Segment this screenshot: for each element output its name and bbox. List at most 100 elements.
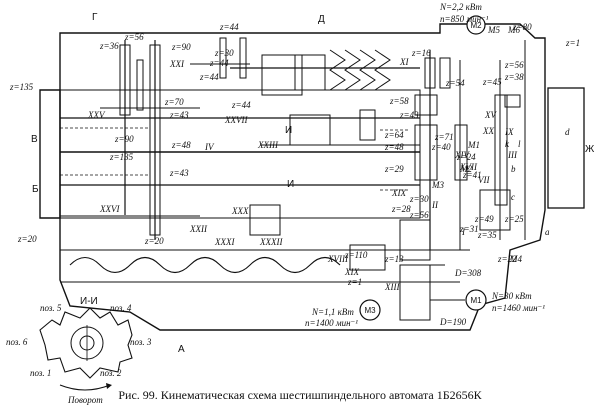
gear-label: z=43	[169, 168, 189, 178]
section-rotation: Поворот	[67, 395, 103, 405]
gear-label: z=22	[497, 254, 517, 264]
shaft-label-xx: XX	[482, 126, 494, 136]
gear-label: z=64	[384, 130, 404, 140]
motor-m1-label: М1	[470, 296, 482, 305]
shaft-labels: XXI XXII XXV XXVII XXVI XXIII IV XIX XVI…	[87, 57, 518, 292]
shaft-label-xxv: XXV	[87, 110, 106, 120]
letter-i-1: И	[285, 125, 292, 136]
gear-label: z=58	[389, 96, 409, 106]
gear-label: z=20	[17, 234, 37, 244]
frame-body	[59, 89, 421, 219]
motor-m1: М1	[465, 289, 487, 311]
figure-caption: Рис. 99. Кинематическая схема шестишпинд…	[118, 388, 482, 402]
diameter-d308: D=308	[454, 268, 482, 278]
gear-label: z=1	[347, 277, 362, 287]
gear-label: z=80	[512, 22, 532, 32]
gear-label: z=70	[164, 97, 184, 107]
shaft-label-iv: IV	[204, 142, 215, 152]
gear-label: z=90	[114, 134, 134, 144]
letter-k-small: k	[505, 139, 510, 149]
gear-label: z=110	[344, 250, 368, 260]
right-motor-housing	[547, 87, 585, 209]
gear-label: z=44	[199, 72, 219, 82]
main-frame	[39, 89, 61, 219]
shaft-label-ix: IX	[504, 127, 514, 137]
gear-label: z=28	[391, 204, 411, 214]
gear-label: z=49	[474, 214, 494, 224]
shaft-label-xix: XIX	[391, 188, 406, 198]
dashed-shaft-lines	[60, 127, 410, 191]
section-position-2: поз. 2	[100, 368, 122, 378]
motor-m6-label: М6	[507, 25, 520, 35]
gear-label: z=45	[482, 77, 502, 87]
gear-label: z=43	[399, 110, 419, 120]
gear-label: z=43	[169, 110, 189, 120]
section-position-1: поз. 1	[30, 368, 51, 378]
gear-label: z=30	[214, 48, 234, 58]
gear-label: z=44	[209, 58, 229, 68]
gear-blocks	[119, 37, 521, 321]
section-labels: И-И поз. 1 поз. 2 поз. 3 поз. 4 поз. 5 п…	[6, 296, 152, 405]
machine-housing-outline	[59, 23, 546, 331]
shaft-label-xxvi: XXVI	[99, 204, 120, 214]
shaft-label-vii: VII	[478, 175, 490, 185]
letter-b-small: b	[511, 164, 516, 174]
motor-m4-label: М4	[509, 254, 522, 264]
gear-label: z=90	[171, 42, 191, 52]
gear-label: z=40	[431, 142, 451, 152]
gear-label: z=54	[445, 78, 465, 88]
motor-m5-label: М5	[487, 25, 500, 35]
gear-label: z=31	[459, 224, 479, 234]
motor-mm1-label: М1	[467, 140, 480, 150]
section-position-4: поз. 4	[110, 303, 132, 313]
motor-mm3-label: М3	[431, 180, 444, 190]
section-position-6: поз. 6	[6, 337, 28, 347]
shaft-label-xix-2: XIX	[344, 267, 359, 277]
shaft-label-xi: XI	[399, 57, 409, 67]
letter-d-small: d	[565, 127, 570, 137]
gear-label: z=36	[99, 41, 119, 51]
section-position-5: поз. 5	[40, 303, 62, 313]
lead-screw	[69, 256, 341, 274]
gear-label: z=25	[504, 214, 524, 224]
gear-label: z=48	[384, 142, 404, 152]
shaft-label-xxx: XXX	[231, 206, 249, 216]
letter-c-small: c	[511, 192, 515, 202]
shaft-label-iii: III	[507, 150, 518, 160]
motor-m2-speed: n=850 мин⁻¹	[440, 14, 489, 24]
motor-m1-power: N=30 кВт	[491, 291, 532, 301]
letter-a-small: a	[545, 227, 550, 237]
motor-m3-speed: n=1400 мин⁻¹	[305, 318, 358, 328]
letter-i-2: И	[287, 179, 294, 190]
motor-mm2-label: М2	[459, 164, 472, 174]
letter-g: Г	[92, 12, 98, 23]
gear-label: z=35	[477, 230, 497, 240]
shaft-label-xv: XV	[484, 110, 497, 120]
gear-label: z=56	[409, 210, 429, 220]
section-position-3: поз. 3	[130, 337, 152, 347]
shaft-label-xiii: XIII	[384, 282, 400, 292]
gear-label: z=44	[231, 100, 251, 110]
shaft-label-i: I	[461, 227, 466, 237]
gear-label: z=56	[124, 32, 144, 42]
gear-label: z=13	[384, 254, 404, 264]
motor-m3: М3	[359, 299, 381, 321]
letter-d: Д	[318, 14, 325, 25]
motor-m3-label: М3	[364, 306, 376, 315]
motor-m1-speed: n=1460 мин⁻¹	[492, 303, 545, 313]
gear-label: z=44	[219, 22, 239, 32]
gear-label: z=48	[171, 140, 191, 150]
cam-pulleys	[329, 49, 391, 91]
motor-m2: М2	[466, 15, 486, 35]
gear-label: z=29	[384, 164, 404, 174]
section-title: И-И	[80, 296, 98, 307]
gear-labels: z=44 z=30 z=44 z=44 z=44 z=36 z=56 z=90 …	[9, 22, 580, 287]
letter-a: А	[178, 344, 185, 355]
gear-label: z=24	[456, 152, 476, 162]
letter-l-small: l	[518, 139, 521, 149]
shaft-label-xviii: XVIII	[327, 254, 349, 264]
gear-label: z=30	[409, 194, 429, 204]
gear-label: z=56	[504, 60, 524, 70]
shaft-label-xxxii: XXXII	[259, 237, 283, 247]
